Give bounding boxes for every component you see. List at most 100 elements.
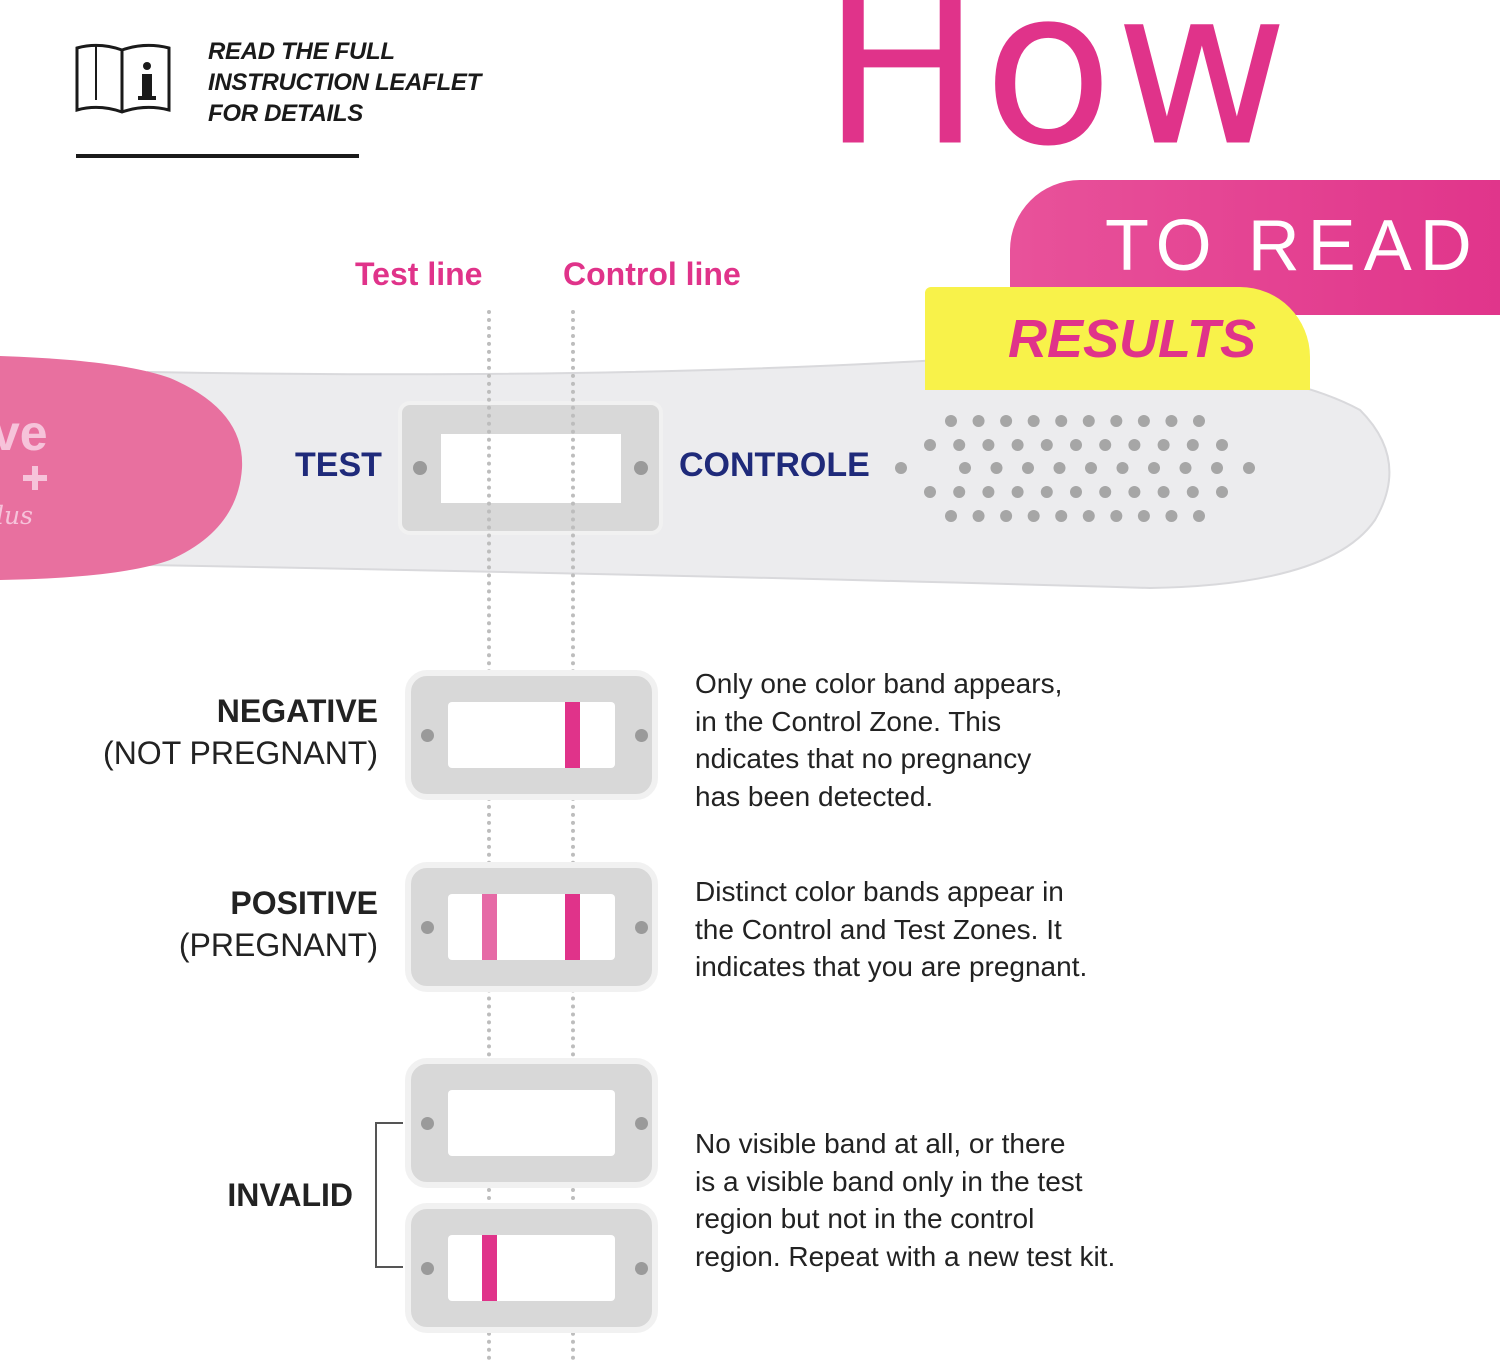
vent-holes [924, 415, 1228, 522]
vent-hole [1099, 486, 1112, 498]
brand-logo: ve lus [0, 405, 48, 530]
vent-hole [1157, 439, 1170, 451]
vent-hole [1082, 415, 1095, 427]
vent-hole [1027, 510, 1040, 522]
desc-line: has been detected. [695, 780, 934, 812]
negative-description: Only one color band appears, in the Contr… [695, 665, 1062, 815]
vent-hole [959, 462, 971, 474]
test-line-label: Test line [355, 256, 483, 292]
vent-hole [1110, 510, 1123, 522]
vent-hole [1000, 415, 1013, 427]
vent-hole [1011, 486, 1024, 498]
desc-line: No visible band at all, or there [695, 1128, 1066, 1159]
vent-hole [953, 439, 966, 451]
state-sub: (PREGNANT) [178, 927, 378, 963]
test-stick: ve lus [0, 356, 1391, 590]
desc-line: ndicates that no pregnancy [695, 743, 1032, 774]
state-title: POSITIVE [230, 885, 378, 921]
desc-line: region but not in the control [695, 1203, 1035, 1234]
vent-hole [1070, 439, 1082, 451]
vent-hole [1027, 415, 1040, 427]
invalid-description: No visible band at all, or there is a vis… [695, 1125, 1115, 1275]
vent-hole [924, 486, 936, 498]
vent-hole [1165, 415, 1178, 427]
vent-hole [1085, 462, 1097, 474]
positive-label: POSITIVE (PREGNANT) [179, 882, 378, 966]
vent-hole [990, 462, 1003, 474]
vent-hole [1011, 439, 1024, 451]
control-line-guide [571, 310, 575, 1361]
title-how: How [822, 0, 1291, 194]
negative-label: NEGATIVE (NOT PREGNANT) [103, 690, 378, 774]
desc-line: region. Repeat with a new test kit. [695, 1240, 1116, 1272]
vent-hole [1040, 439, 1053, 451]
handle [0, 356, 243, 580]
vent-hole [982, 439, 995, 451]
vent-hole [1193, 415, 1205, 427]
desc-line: Only one color band appears, [695, 668, 1063, 699]
desc-line: indicates that you are pregnant. [695, 951, 1088, 982]
test-band [482, 1235, 497, 1301]
test-line-guide [487, 310, 491, 1361]
vent-hole [1070, 486, 1082, 498]
vent-hole [1128, 486, 1141, 498]
vent-hole [1053, 462, 1066, 474]
vent-hole [924, 439, 936, 451]
divider [76, 154, 359, 158]
vent-hole [982, 486, 995, 498]
desc-line: the Control and Test Zones. It [695, 913, 1062, 945]
vent-hole [972, 510, 985, 522]
leaflet-line: INSTRUCTION LEAFLET [208, 69, 481, 96]
vent-hole [1157, 486, 1170, 498]
leaflet-notice: READ THE FULL INSTRUCTION LEAFLET FOR DE… [208, 36, 481, 129]
desc-line: is a visible band only in the test [695, 1165, 1083, 1197]
vent-hole [1216, 439, 1228, 451]
vent-hole [972, 415, 985, 427]
title-to-read: TO READ [1105, 206, 1480, 286]
invalid-window-test-only [405, 1203, 658, 1333]
vent-hole [1186, 486, 1199, 498]
negative-window [405, 670, 658, 800]
stick-test-label: TEST [295, 446, 382, 484]
state-title: INVALID [227, 1177, 353, 1213]
vent-hole [1055, 510, 1068, 522]
positive-window [405, 862, 658, 992]
invalid-window-empty [405, 1058, 658, 1188]
vent-hole [1186, 439, 1199, 451]
desc-line: Distinct color bands appear in [695, 876, 1064, 907]
svg-text:lus: lus [0, 501, 33, 530]
vent-hole [945, 510, 957, 522]
leaflet-line: READ THE FULL [208, 38, 395, 65]
vent-hole [1193, 510, 1205, 522]
vent-hole [1082, 510, 1095, 522]
vent-hole [1137, 415, 1150, 427]
vent-hole [1055, 415, 1068, 427]
vent-hole [1110, 415, 1123, 427]
vent-hole [1211, 462, 1223, 474]
state-title: NEGATIVE [216, 693, 378, 729]
desc-line: in the Control Zone. This [695, 705, 1002, 737]
invalid-label: INVALID [227, 1174, 353, 1216]
vent-hole [945, 415, 957, 427]
control-band [565, 894, 580, 960]
control-band [565, 702, 580, 768]
control-line-label: Control line [563, 256, 741, 292]
vent-hole [1022, 462, 1034, 474]
state-sub: (NOT PREGNANT) [103, 735, 378, 771]
vent-hole [1040, 486, 1053, 498]
title-banner-yellow [925, 287, 1310, 390]
vent-hole [1137, 510, 1150, 522]
vent-hole [1148, 462, 1160, 474]
vent-hole [1116, 462, 1129, 474]
leaflet-line: FOR DETAILS [208, 100, 363, 127]
vent-hole [1179, 462, 1192, 474]
stick-control-label: CONTROLE [679, 446, 870, 484]
vent-hole [1128, 439, 1141, 451]
svg-text:ve: ve [0, 405, 48, 461]
title-results: RESULTS [1008, 309, 1257, 369]
vent-hole [1000, 510, 1013, 522]
vent-hole [1165, 510, 1178, 522]
positive-description: Distinct color bands appear in the Contro… [695, 873, 1087, 986]
vent-hole [1216, 486, 1228, 498]
vent-hole [1099, 439, 1112, 451]
